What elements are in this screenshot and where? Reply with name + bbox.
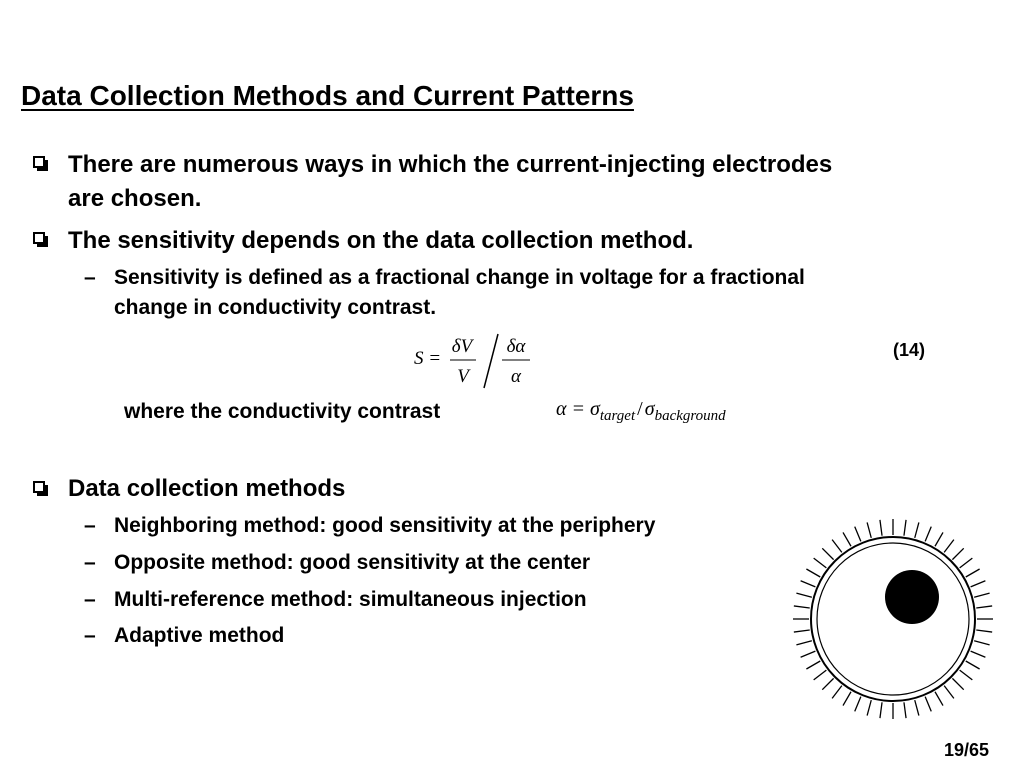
outer-boundary bbox=[810, 536, 976, 702]
division-slash bbox=[483, 333, 499, 389]
electrode-ring-diagram bbox=[793, 519, 993, 719]
electrode-tick bbox=[813, 557, 827, 569]
electrode-tick bbox=[842, 691, 852, 706]
electrode-tick bbox=[976, 605, 993, 609]
inner-boundary bbox=[816, 542, 970, 696]
electrode-tick bbox=[965, 660, 980, 670]
equation-den-1: V bbox=[457, 366, 471, 387]
electrode-tick bbox=[903, 519, 907, 536]
electrode-tick bbox=[821, 677, 835, 691]
dash-bullet: – bbox=[84, 551, 96, 574]
bullet-3: Data collection methods bbox=[68, 475, 346, 502]
electrode-tick bbox=[831, 539, 843, 553]
electrode-tick bbox=[879, 702, 883, 719]
slide-title: Data Collection Methods and Current Patt… bbox=[21, 80, 634, 111]
electrode-tick bbox=[800, 580, 816, 588]
electrode-tick bbox=[914, 699, 920, 716]
sub-bullet-neighboring: Neighboring method: good sensitivity at … bbox=[114, 514, 656, 537]
electrode-tick bbox=[806, 568, 821, 578]
electrode-tick bbox=[800, 650, 816, 658]
electrode-tick bbox=[924, 526, 932, 542]
equation-num-2: δα bbox=[507, 336, 527, 357]
dash-bullet: – bbox=[84, 624, 96, 647]
electrode-tick bbox=[934, 691, 944, 706]
equation-number: (14) bbox=[893, 340, 926, 360]
electrode-tick bbox=[903, 702, 907, 719]
electrode-tick bbox=[976, 629, 993, 633]
page-number: 19/65 bbox=[944, 740, 990, 760]
sub-bullet-adaptive: Adaptive method bbox=[114, 624, 285, 647]
electrode-tick bbox=[934, 532, 944, 547]
electrode-tick bbox=[879, 519, 883, 536]
contrast-slash: / bbox=[637, 398, 643, 420]
electrode-tick bbox=[943, 539, 955, 553]
subscript-target: target bbox=[599, 408, 636, 424]
electrode-tick bbox=[866, 699, 872, 716]
electrode-tick bbox=[970, 650, 986, 658]
sigma-symbol: σ bbox=[644, 398, 655, 420]
electrode-tick bbox=[796, 592, 813, 598]
contrast-lhs: α = σ bbox=[556, 398, 600, 420]
electrode-tick bbox=[914, 522, 920, 539]
target-inclusion bbox=[885, 570, 939, 624]
dash-bullet: – bbox=[84, 266, 96, 289]
equation-den-2: α bbox=[511, 366, 522, 387]
electrode-tick bbox=[831, 685, 843, 699]
electrode-tick bbox=[806, 660, 821, 670]
electrode-tick bbox=[821, 547, 835, 561]
bullet-2: The sensitivity depends on the data coll… bbox=[68, 227, 694, 254]
electrode-tick bbox=[924, 696, 932, 712]
electrode-group bbox=[793, 519, 993, 719]
electrode-tick bbox=[793, 605, 810, 609]
subscript-background: background bbox=[654, 408, 726, 424]
contrast-equation: α = σtarget/σbackground bbox=[556, 398, 726, 425]
sensitivity-equation: S = δV V δα α bbox=[414, 333, 530, 389]
sub-bullet-sensitivity-line-2: change in conductivity contrast. bbox=[114, 296, 437, 319]
electrode-tick bbox=[973, 640, 990, 646]
checkbox-bullet-icon bbox=[33, 481, 48, 496]
electrode-tick bbox=[970, 580, 986, 588]
electrode-tick bbox=[965, 568, 980, 578]
equation-lhs: S = bbox=[414, 348, 441, 369]
electrode-tick bbox=[842, 532, 852, 547]
sub-bullet-sensitivity-line-1: Sensitivity is defined as a fractional c… bbox=[114, 266, 805, 289]
electrode-tick bbox=[854, 696, 862, 712]
electrode-tick bbox=[866, 522, 872, 539]
sub-bullet-opposite: Opposite method: good sensitivity at the… bbox=[114, 551, 591, 574]
electrode-tick bbox=[793, 629, 810, 633]
checkbox-bullet-icon bbox=[33, 232, 48, 247]
checkbox-bullet-icon bbox=[33, 156, 48, 171]
contrast-definition-label: where the conductivity contrast bbox=[124, 400, 441, 423]
electrode-tick bbox=[973, 592, 990, 598]
sub-bullet-multi-reference: Multi-reference method: simultaneous inj… bbox=[114, 588, 587, 611]
electrode-tick bbox=[959, 557, 973, 569]
electrode-tick bbox=[813, 669, 827, 681]
electrode-tick bbox=[854, 526, 862, 542]
electrode-tick bbox=[796, 640, 813, 646]
electrode-tick bbox=[943, 685, 955, 699]
dash-bullet: – bbox=[84, 514, 96, 537]
electrode-tick bbox=[959, 669, 973, 681]
bullet-1-line-1: There are numerous ways in which the cur… bbox=[68, 151, 833, 178]
electrode-tick bbox=[951, 547, 965, 561]
equation-num-1: δV bbox=[452, 336, 475, 357]
electrode-tick bbox=[951, 677, 965, 691]
bullet-1-line-2: are chosen. bbox=[68, 185, 202, 212]
dash-bullet: – bbox=[84, 588, 96, 611]
